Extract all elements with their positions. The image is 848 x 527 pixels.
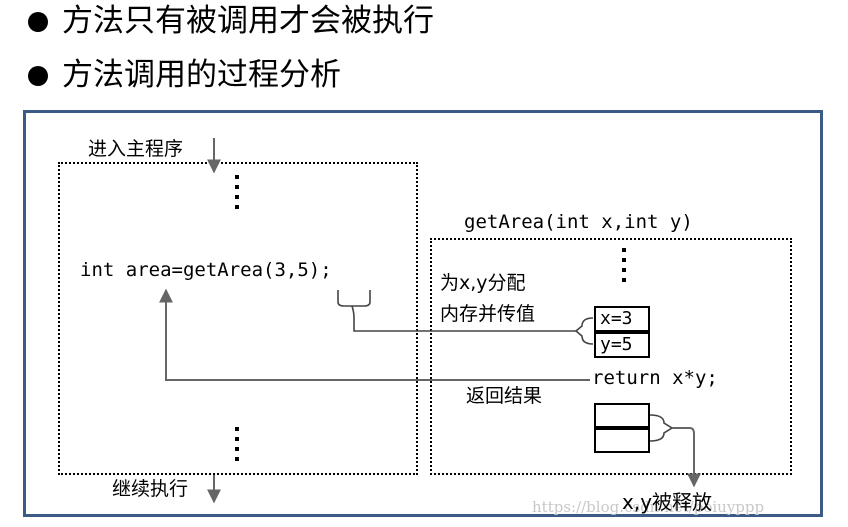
alloc-label-line2: 内存并传值 — [440, 303, 536, 325]
released-x-box — [594, 403, 650, 428]
method-signature: getArea(int x,int y) — [464, 211, 693, 233]
arg-to-param-line — [351, 305, 576, 332]
return-statement: return x*y; — [592, 367, 718, 389]
release-label: x,y被释放 — [622, 490, 713, 514]
bullet-item-1: 方法只有被调用才会被执行 — [28, 6, 434, 37]
release-arrow — [672, 427, 701, 488]
released-y-box — [594, 428, 650, 453]
watermark: https://blog.csdn.net/poiuyppp — [532, 498, 765, 516]
bullet-text: 方法调用的过程分析 — [62, 57, 341, 93]
ellipsis-top-main — [235, 175, 239, 215]
bullet-item-2: 方法调用的过程分析 — [28, 60, 341, 91]
call-statement: int area=getArea(3,5); — [80, 259, 332, 281]
release-brace — [649, 414, 674, 442]
return-arrow — [159, 288, 590, 381]
param-brace — [574, 317, 594, 345]
enter-main-label: 进入主程序 — [88, 138, 186, 160]
diagram-frame — [23, 110, 823, 517]
var-x-box: x=3 — [594, 306, 650, 332]
main-program-box — [58, 162, 418, 475]
bullet-text: 方法只有被调用才会被执行 — [62, 3, 434, 39]
alloc-label-line1: 为x,y分配 — [440, 272, 526, 294]
bullet-dot-icon — [28, 11, 48, 32]
ellipsis-bottom-main — [235, 427, 239, 467]
return-result-label: 返回结果 — [466, 385, 543, 407]
method-box — [430, 238, 792, 475]
continue-exec-label: 继续执行 — [112, 478, 191, 500]
bullet-dot-icon — [28, 65, 48, 86]
arg-bracket — [337, 290, 371, 307]
ellipsis-method — [622, 248, 626, 288]
var-y-box: y=5 — [594, 332, 650, 358]
